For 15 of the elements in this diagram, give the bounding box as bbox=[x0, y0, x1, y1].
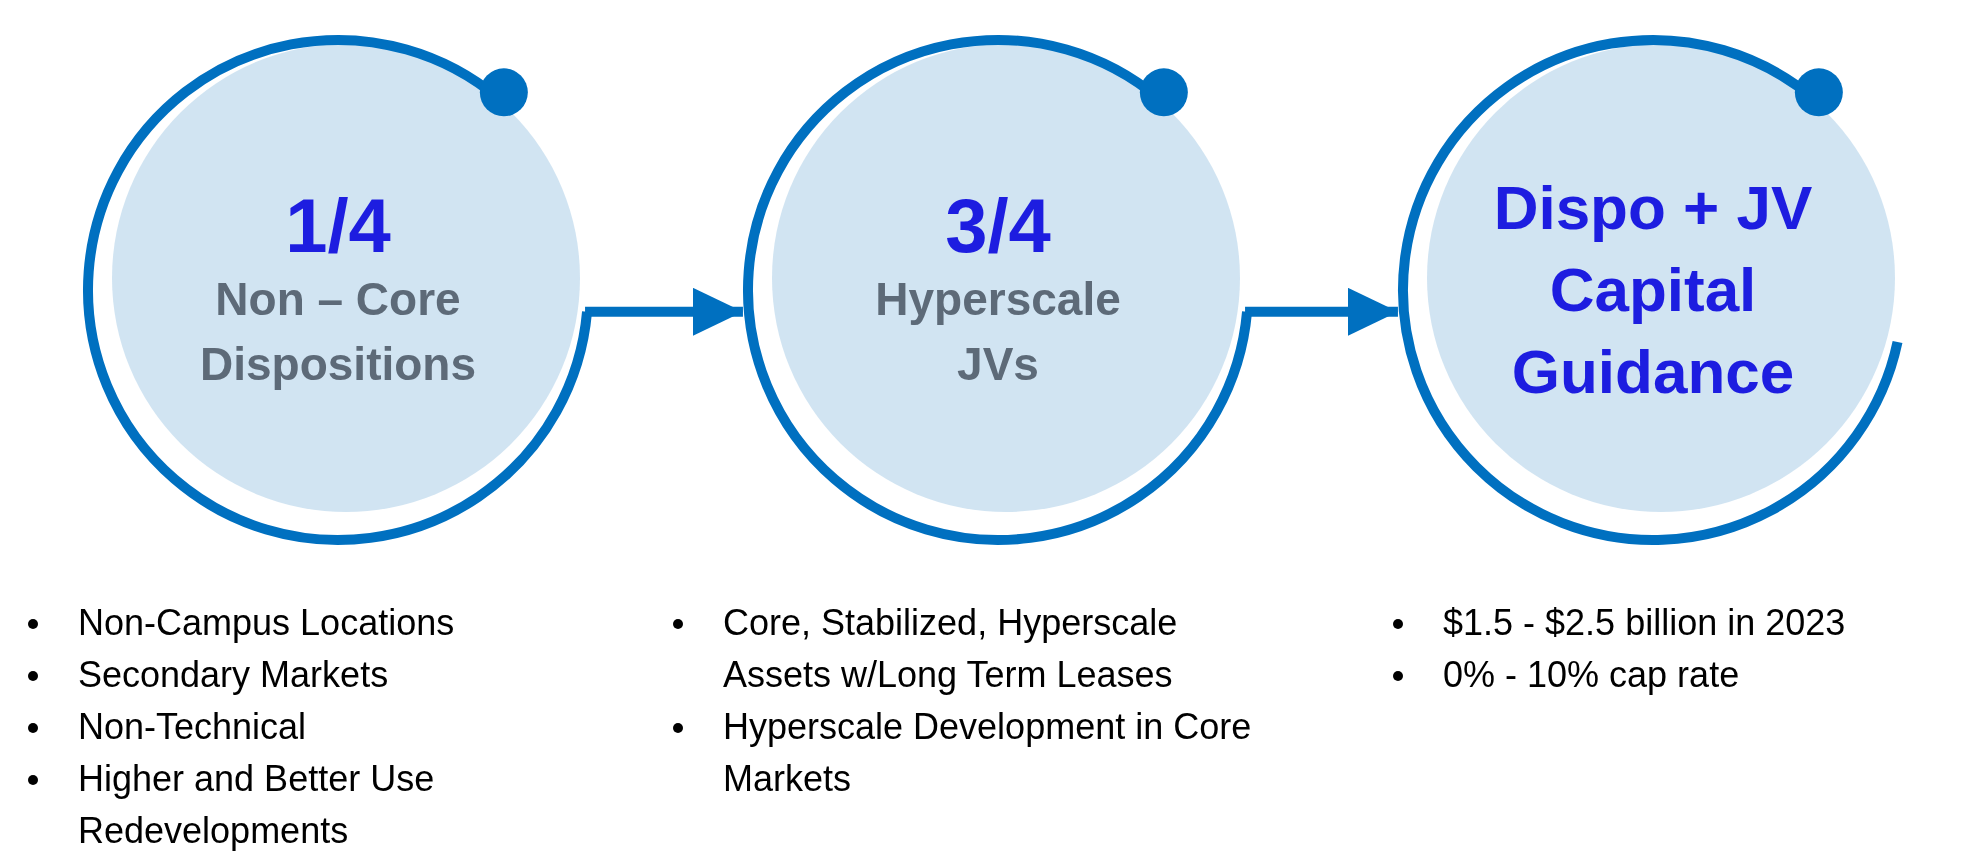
bullet-item: $1.5 - $2.5 billion in 2023 bbox=[1443, 601, 1847, 645]
bullet-item: Hyperscale Development in Core Markets bbox=[723, 705, 1253, 801]
bullet-item: Core, Stabilized, Hyperscale Assets w/Long Term Leases bbox=[723, 601, 1179, 697]
bullet-item: 0% - 10% cap rate bbox=[1443, 653, 1741, 697]
arrow bbox=[1245, 287, 1398, 336]
bullet-item: Secondary Markets bbox=[78, 653, 390, 697]
bullet-item: Higher and Better Use Redevelopments bbox=[78, 757, 436, 853]
arrow bbox=[585, 287, 743, 336]
fraction-number: 3/4 bbox=[945, 183, 1051, 268]
circle-heading: Non – Core Dispositions bbox=[199, 272, 477, 392]
bullet-item: Non-Technical bbox=[78, 705, 308, 749]
circle-heading: Hyperscale JVs bbox=[874, 272, 1122, 392]
fraction-number: 1/4 bbox=[285, 183, 391, 268]
bullet-item: Non-Campus Locations bbox=[78, 601, 456, 645]
circle-heading: Dispo + JV Capital Guidance bbox=[1492, 172, 1814, 408]
